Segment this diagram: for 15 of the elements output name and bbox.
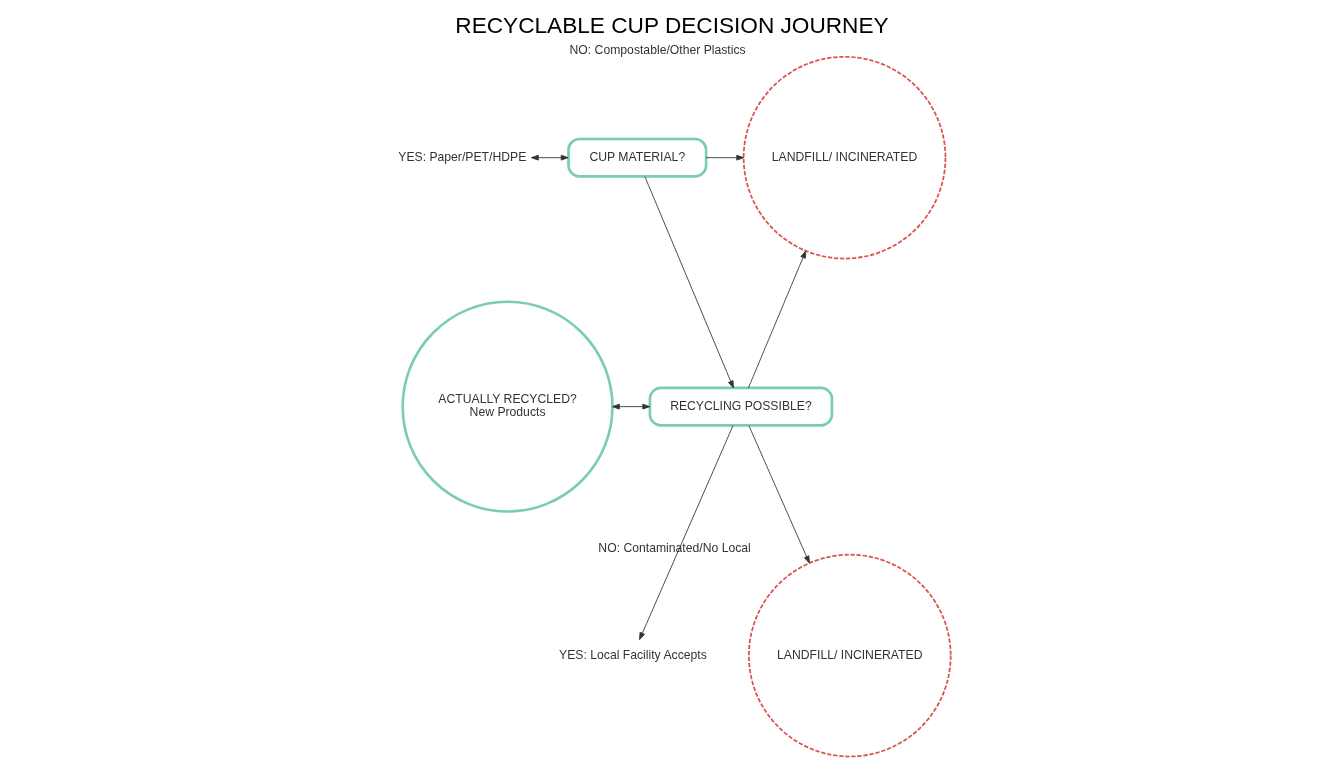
arrow — [705, 154, 745, 161]
node-box: RECYCLING POSSIBLE? — [648, 386, 834, 427]
node-circle: ACTUALLY RECYCLED? New Products — [401, 300, 614, 513]
arrow — [748, 425, 810, 564]
arrow — [530, 154, 569, 161]
arrow — [644, 176, 734, 389]
node-label: NO: Contaminated/No Local — [598, 540, 751, 555]
diagram-title: RECYCLABLE CUP DECISION JOURNEY — [455, 13, 889, 39]
node-text: YES: Local Facility Accepts — [559, 647, 707, 662]
node-label: NO: Compostable/Other Plastics — [569, 42, 746, 57]
arrow — [611, 403, 651, 410]
arrow — [639, 425, 734, 641]
arrow — [748, 250, 807, 389]
node-box: CUP MATERIAL? — [567, 137, 708, 178]
node-text: YES: Paper/PET/HDPE — [398, 149, 527, 164]
